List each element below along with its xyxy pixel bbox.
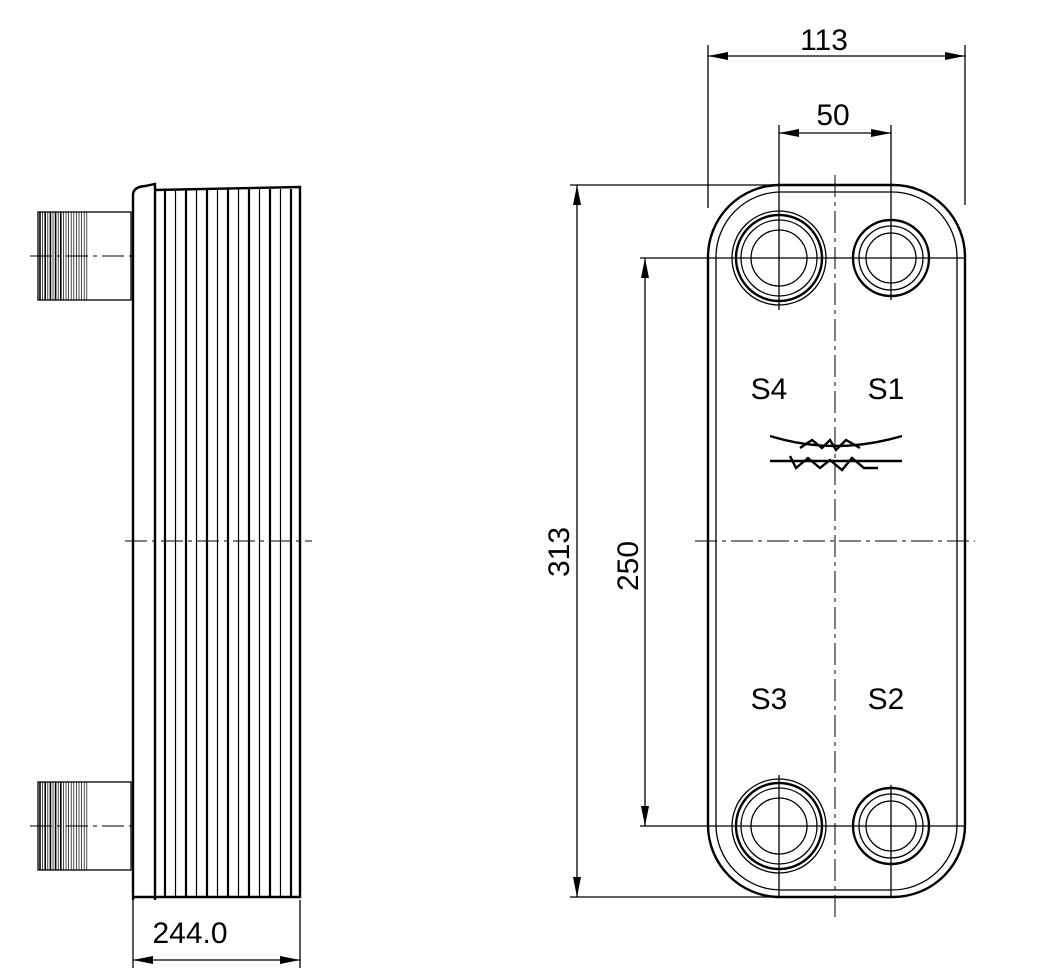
- width-dimension: 113: [707, 24, 966, 208]
- port-spacing-label: 50: [816, 99, 849, 132]
- front-view: S4 S1 S3 S2 113 50 313 250: [543, 24, 975, 920]
- port-distance-dimension: 250: [612, 257, 965, 827]
- side-view: 244.0: [30, 182, 312, 968]
- depth-dimension: 244.0: [132, 900, 301, 968]
- port-label-s2: S2: [868, 683, 905, 716]
- plate-lines: [163, 189, 293, 897]
- width-label: 113: [800, 24, 848, 57]
- height-dimension: 313: [543, 184, 900, 898]
- alfa-laval-logo: [769, 434, 903, 472]
- side-end-plate: [131, 182, 157, 900]
- depth-label: 244.0: [152, 917, 227, 950]
- port-distance-label: 250: [612, 541, 645, 591]
- top-connection: [30, 211, 135, 301]
- port-label-s3: S3: [751, 683, 788, 716]
- port-label-s1: S1: [868, 373, 905, 406]
- height-label: 313: [543, 527, 576, 577]
- port-spacing-dimension: 50: [779, 99, 891, 137]
- port-label-s4: S4: [751, 373, 788, 406]
- bottom-connection: [30, 781, 135, 871]
